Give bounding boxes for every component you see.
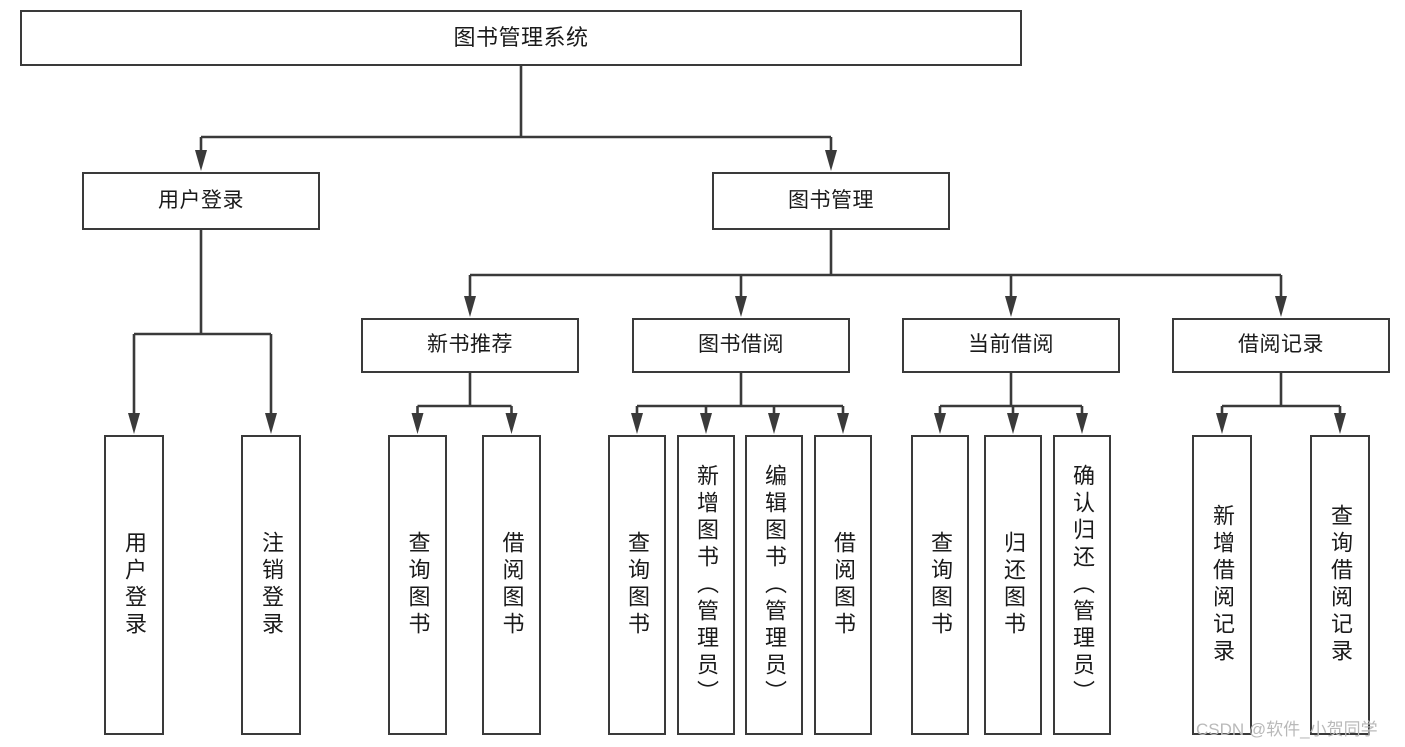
node-user-login[interactable]: 用户登录 xyxy=(82,172,320,230)
node-leaf-query-book-3[interactable]: 查询图书 xyxy=(911,435,969,735)
node-leaf-borrow-book-2[interactable]: 借阅图书 xyxy=(814,435,872,735)
node-book-manage[interactable]: 图书管理 xyxy=(712,172,950,230)
node-label: 新增图书（管理员） xyxy=(694,463,719,707)
node-leaf-return-book[interactable]: 归还图书 xyxy=(984,435,1042,735)
node-label: 确认归还（管理员） xyxy=(1070,463,1095,707)
node-label: 编辑图书（管理员） xyxy=(762,463,787,707)
node-leaf-query-record[interactable]: 查询借阅记录 xyxy=(1310,435,1370,735)
node-leaf-query-book-2[interactable]: 查询图书 xyxy=(608,435,666,735)
node-label: 借阅图书 xyxy=(831,531,856,639)
node-leaf-query-book-1[interactable]: 查询图书 xyxy=(388,435,447,735)
node-label: 新书推荐 xyxy=(427,333,513,357)
node-label: 图书借阅 xyxy=(698,333,784,357)
node-label: 查询图书 xyxy=(625,531,650,639)
node-leaf-add-record[interactable]: 新增借阅记录 xyxy=(1192,435,1252,735)
node-label: 借阅图书 xyxy=(499,531,525,639)
node-root[interactable]: 图书管理系统 xyxy=(20,10,1022,66)
node-label: 借阅记录 xyxy=(1238,333,1324,357)
node-current-borrow[interactable]: 当前借阅 xyxy=(902,318,1120,373)
node-label: 查询图书 xyxy=(928,531,953,639)
node-new-book-recommend[interactable]: 新书推荐 xyxy=(361,318,579,373)
node-book-borrow[interactable]: 图书借阅 xyxy=(632,318,850,373)
node-label: 注销登录 xyxy=(259,531,284,639)
node-label: 当前借阅 xyxy=(968,333,1054,357)
node-leaf-edit-book[interactable]: 编辑图书（管理员） xyxy=(745,435,803,735)
node-leaf-confirm-return[interactable]: 确认归还（管理员） xyxy=(1053,435,1111,735)
node-label: 图书管理系统 xyxy=(453,25,589,51)
node-label: 图书管理 xyxy=(788,188,874,212)
node-leaf-add-book[interactable]: 新增图书（管理员） xyxy=(677,435,735,735)
node-leaf-user-login[interactable]: 用户登录 xyxy=(104,435,164,735)
node-label: 用户登录 xyxy=(158,188,244,212)
node-leaf-borrow-book-1[interactable]: 借阅图书 xyxy=(482,435,541,735)
node-label: 查询图书 xyxy=(405,531,431,639)
node-leaf-logout[interactable]: 注销登录 xyxy=(241,435,301,735)
node-borrow-record[interactable]: 借阅记录 xyxy=(1172,318,1390,373)
node-label: 查询借阅记录 xyxy=(1328,504,1353,666)
node-label: 新增借阅记录 xyxy=(1210,504,1235,666)
csdn-watermark: CSDN @软件_小贺同学 xyxy=(1196,720,1378,739)
node-label: 用户登录 xyxy=(122,531,147,639)
node-label: 归还图书 xyxy=(1001,531,1026,639)
